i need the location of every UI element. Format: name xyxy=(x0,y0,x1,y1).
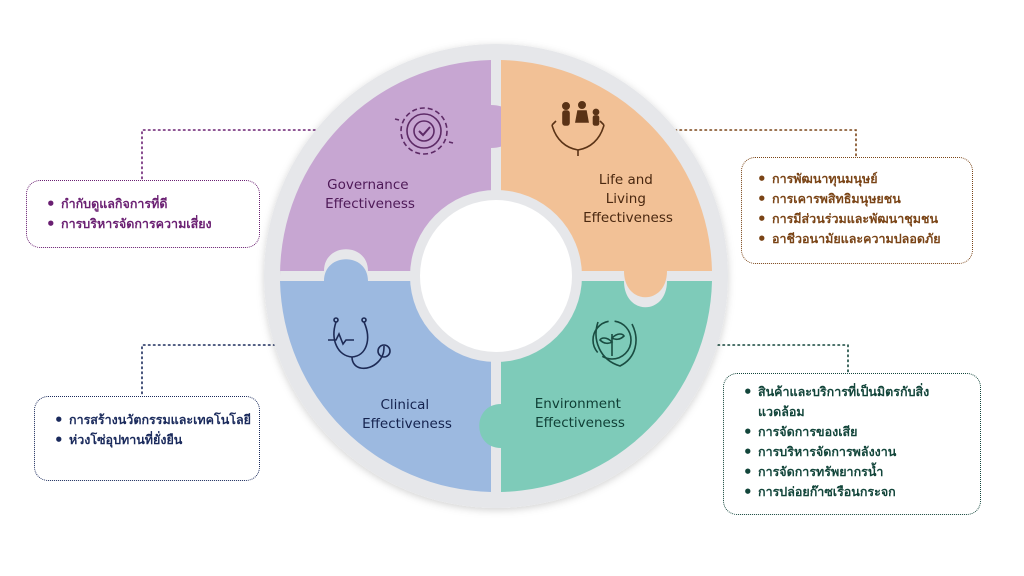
governance-label-line2: Effectiveness xyxy=(325,196,415,212)
list-item: การจัดการของเสีย xyxy=(743,422,974,442)
life-label-line1: Life and xyxy=(599,172,653,188)
clinical-callout: การสร้างนวัตกรรมและเทคโนโลยี ห่วงโซ่อุปท… xyxy=(34,396,260,481)
clinical-label-line2: Effectiveness xyxy=(362,416,452,432)
list-item: กำกับดูแลกิจการที่ดี xyxy=(46,194,251,214)
center-hole xyxy=(420,200,572,352)
segment-environment xyxy=(479,281,712,492)
environment-list: สินค้าและบริการที่เป็นมิตรกับสิ่งแวดล้อม… xyxy=(738,382,974,502)
governance-list: กำกับดูแลกิจการที่ดี การบริหารจัดการความ… xyxy=(41,194,251,234)
list-item: การสร้างนวัตกรรมและเทคโนโลยี xyxy=(54,410,251,430)
list-item: การบริหารจัดการพลังงาน xyxy=(743,442,974,462)
stethoscope-icon xyxy=(328,317,391,370)
list-item: อาชีวอนามัยและความปลอดภัย xyxy=(757,229,966,249)
clinical-list: การสร้างนวัตกรรมและเทคโนโลยี ห่วงโซ่อุปท… xyxy=(49,410,251,450)
gear-check-icon xyxy=(394,107,454,155)
list-item: ห่วงโซ่อุปทานที่ยั่งยืน xyxy=(54,430,251,450)
life-label: Life and Living Effectiveness xyxy=(583,172,673,226)
family-hands-icon xyxy=(551,101,605,156)
list-item: การพัฒนาทุนมนุษย์ xyxy=(757,169,966,189)
environment-label-line2: Effectiveness xyxy=(535,415,625,431)
list-item: การมีส่วนร่วมและพัฒนาชุมชน xyxy=(757,209,966,229)
list-item: การจัดการทรัพยากรน้ำ xyxy=(743,462,974,482)
governance-label: Governance Effectiveness xyxy=(325,177,415,212)
life-label-line2: Living xyxy=(606,191,646,207)
segment-clinical xyxy=(280,259,491,492)
governance-callout: กำกับดูแลกิจการที่ดี การบริหารจัดการความ… xyxy=(26,180,260,248)
life-list: การพัฒนาทุนมนุษย์ การเคารพสิทธิมนุษยชน ก… xyxy=(752,169,966,249)
environment-callout: สินค้าและบริการที่เป็นมิตรกับสิ่งแวดล้อม… xyxy=(723,373,981,515)
list-item: การบริหารจัดการความเสี่ยง xyxy=(46,214,251,234)
governance-label-line1: Governance xyxy=(327,177,408,193)
segment-governance xyxy=(280,60,518,276)
life-label-line3: Effectiveness xyxy=(583,210,673,226)
life-callout: การพัฒนาทุนมนุษย์ การเคารพสิทธิมนุษยชน ก… xyxy=(741,157,973,264)
segment-life xyxy=(501,60,712,298)
leaf-sprout-icon xyxy=(592,320,637,367)
environment-label: Environment Effectiveness xyxy=(535,396,626,431)
list-item: การปล่อยก๊าซเรือนกระจก xyxy=(743,482,974,502)
clinical-label-line1: Clinical xyxy=(381,397,430,413)
connector-life xyxy=(604,129,857,159)
clinical-label: Clinical Effectiveness xyxy=(362,397,452,432)
list-item: การเคารพสิทธิมนุษยชน xyxy=(757,189,966,209)
list-item: สินค้าและบริการที่เป็นมิตรกับสิ่งแวดล้อม xyxy=(743,382,974,422)
environment-label-line1: Environment xyxy=(535,396,621,412)
